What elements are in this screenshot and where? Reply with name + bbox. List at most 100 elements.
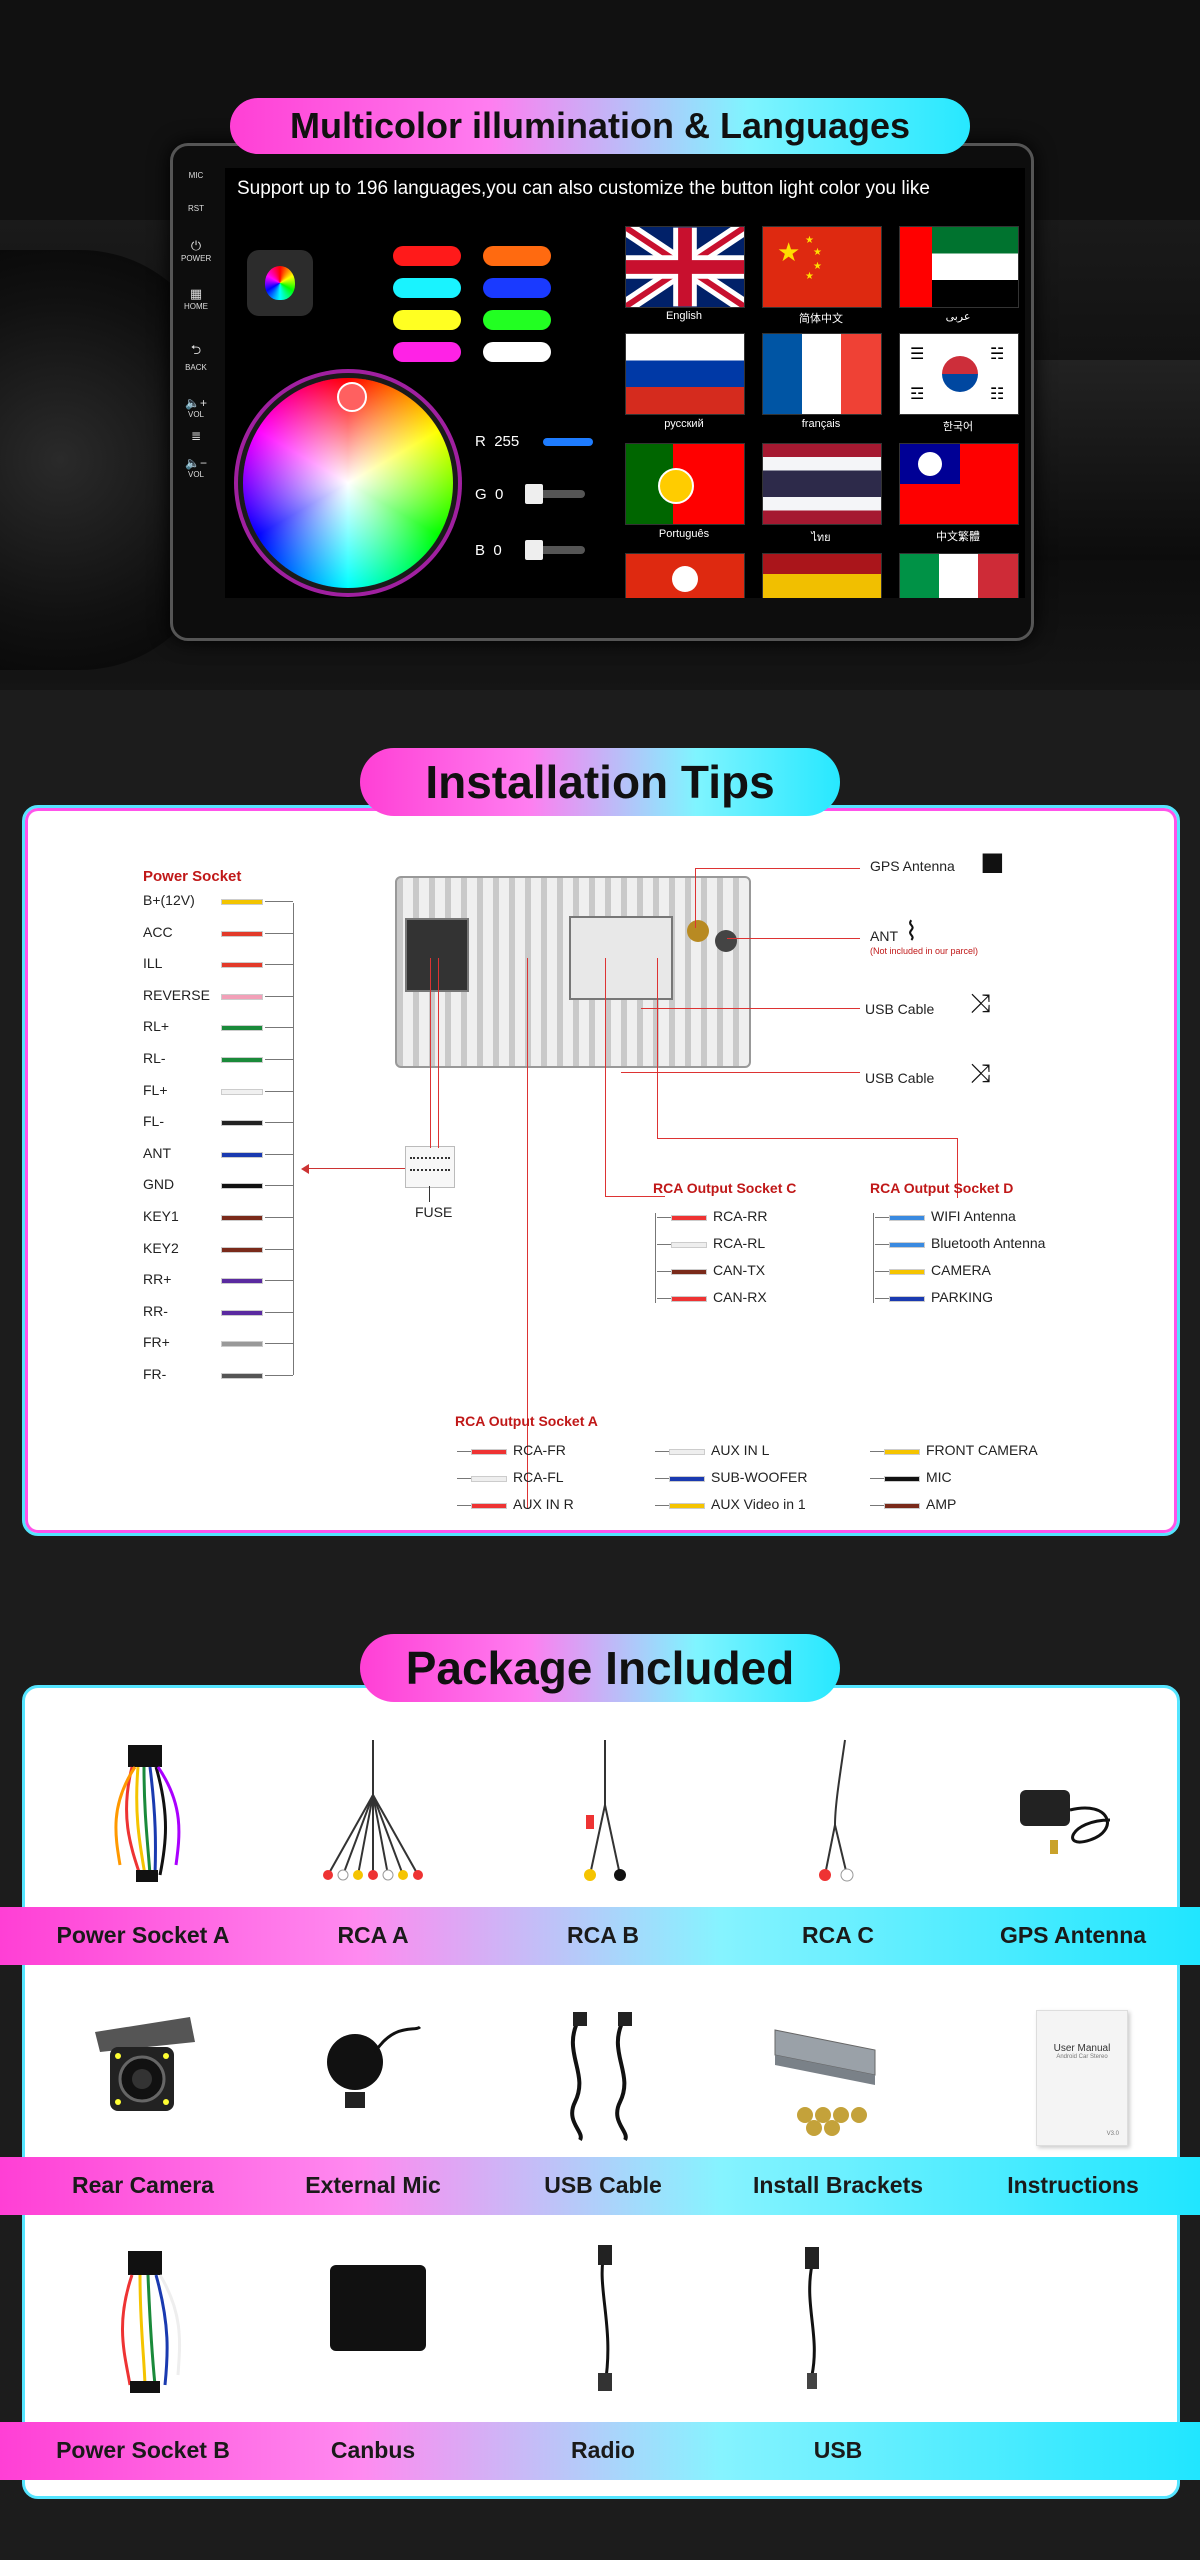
flag-thai[interactable] xyxy=(762,443,882,525)
b-slider-handle[interactable] xyxy=(525,540,543,560)
volume-down-icon: 🔈− xyxy=(185,456,207,470)
rca-pin-label: FRONT CAMERA xyxy=(926,1442,1038,1458)
canbus-box-icon xyxy=(330,2265,426,2351)
home-button[interactable]: ▦HOME xyxy=(181,286,211,311)
ant-wire xyxy=(727,938,860,939)
package-item-label: USB xyxy=(813,2437,863,2463)
flag-italian[interactable] xyxy=(899,553,1019,598)
flag-arabic[interactable] xyxy=(899,226,1019,308)
r-channel-label: R 255 xyxy=(475,433,520,450)
fuse-wire xyxy=(430,958,431,1148)
arrow-head-icon xyxy=(301,1164,309,1174)
flag-english[interactable] xyxy=(625,226,745,308)
power-wire-swatch xyxy=(221,899,263,905)
rca-pin-label: CAMERA xyxy=(931,1262,991,1278)
rca-pin-label: PARKING xyxy=(931,1289,993,1305)
power-wire-swatch xyxy=(221,1309,263,1316)
rca-lead xyxy=(457,1505,471,1506)
power-wire-lead xyxy=(265,1280,293,1282)
home-icon: ▦ xyxy=(189,286,203,301)
color-wheel-handle[interactable] xyxy=(337,382,367,412)
rca-plug-icon xyxy=(884,1449,920,1455)
volume-up-button[interactable]: 🔈+VOL xyxy=(181,396,211,419)
color-pill-red[interactable] xyxy=(393,246,461,266)
ant-port-icon xyxy=(715,930,737,952)
power-bus-line xyxy=(293,903,294,1375)
rca-plug-icon xyxy=(671,1215,707,1221)
package-row-1-strip xyxy=(0,1907,1200,1965)
flag-chinese-traditional[interactable] xyxy=(899,443,1019,525)
fuse-label: FUSE xyxy=(415,1204,453,1220)
power-wire-swatch xyxy=(221,1120,263,1127)
reset-button[interactable]: RST xyxy=(188,204,204,213)
flag-korean[interactable]: ☰ ☵ ☲ ☷ xyxy=(899,333,1019,415)
rca-lead xyxy=(870,1505,884,1506)
rca-pin-label: RCA-FL xyxy=(513,1469,564,1485)
manual-title: User Manual xyxy=(1053,2043,1111,2054)
flag-spanish[interactable] xyxy=(762,553,882,598)
color-pill-yellow[interactable] xyxy=(393,310,461,330)
b-channel-value: 0 xyxy=(493,542,502,559)
volume-down-button[interactable]: 🔈−VOL xyxy=(181,456,211,479)
package-item-label: Power Socket B xyxy=(56,2437,230,2463)
rca-a-cable-icon xyxy=(318,1735,428,1890)
g-slider[interactable] xyxy=(525,484,585,504)
back-button[interactable]: ⮌BACK xyxy=(181,341,211,372)
ant-label: ANT xyxy=(870,928,898,944)
installation-diagram-panel: Power Socket FUSE GPS Antenna ◼ ANT (Not… xyxy=(22,805,1180,1536)
menu-icon: ≣ xyxy=(190,429,202,443)
flag-russian[interactable] xyxy=(625,333,745,415)
usb-cable-icon: ⤨ xyxy=(970,1058,991,1088)
r-channel-value: 255 xyxy=(494,433,520,450)
power-connector-icon xyxy=(405,918,469,992)
rca-lead xyxy=(875,1244,889,1245)
g-slider-handle[interactable] xyxy=(525,484,543,504)
svg-text:★: ★ xyxy=(805,235,814,246)
power-wire-label: REVERSE xyxy=(143,986,210,1003)
gps-port-icon xyxy=(687,920,709,942)
power-wire-label: KEY2 xyxy=(143,1239,179,1256)
color-pill-blue[interactable] xyxy=(483,278,551,298)
rca-pin-label: RCA-RR xyxy=(713,1208,768,1224)
rca-pin-label: RCA-FR xyxy=(513,1442,566,1458)
flag-hong-kong[interactable] xyxy=(625,553,745,598)
rca-plug-icon xyxy=(671,1269,707,1275)
power-wire-swatch xyxy=(221,1088,263,1095)
rca-lead xyxy=(657,1217,671,1218)
color-wheel[interactable] xyxy=(243,378,453,588)
power-wire-label: FR- xyxy=(143,1366,167,1382)
power-wire-swatch xyxy=(221,993,263,1000)
rca-pin-label: AMP xyxy=(926,1496,957,1512)
power-button[interactable]: ⏻POWER xyxy=(181,238,212,263)
r-slider[interactable] xyxy=(543,438,593,446)
power-wire-swatch xyxy=(221,1183,263,1190)
flag-french[interactable] xyxy=(762,333,882,415)
power-wire-label: ANT xyxy=(143,1144,171,1161)
rca-pin-label: CAN-TX xyxy=(713,1262,766,1278)
language-label: 简体中文 xyxy=(799,313,843,325)
color-pill-orange[interactable] xyxy=(483,246,551,266)
color-pill-white[interactable] xyxy=(483,342,551,362)
language-label: English xyxy=(665,310,703,322)
power-wire-lead xyxy=(265,1185,293,1187)
rca-lead xyxy=(657,1244,671,1245)
language-label: 한국어 xyxy=(942,421,974,433)
power-wire-lead xyxy=(265,1059,293,1060)
color-pill-green[interactable] xyxy=(483,310,551,330)
flag-chinese-simplified[interactable]: ★★★★★ xyxy=(762,226,882,308)
color-pill-magenta[interactable] xyxy=(393,342,461,362)
rca-c-wire-h xyxy=(605,1196,665,1197)
flag-portuguese[interactable] xyxy=(625,443,745,525)
rca-plug-icon xyxy=(669,1476,705,1482)
power-wire-lead xyxy=(265,1153,293,1155)
rca-c-wire xyxy=(605,958,606,1196)
rca-pin-label: Bluetooth Antenna xyxy=(931,1235,1046,1251)
power-wire-lead xyxy=(265,1090,293,1092)
language-label: русский xyxy=(664,418,704,430)
back-icon: ⮌ xyxy=(190,342,202,357)
rca-lead xyxy=(655,1451,669,1452)
b-slider[interactable] xyxy=(525,540,585,560)
rca-d-bus xyxy=(873,1213,874,1303)
package-item-label: Canbus xyxy=(330,2437,416,2463)
color-pill-cyan[interactable] xyxy=(393,278,461,298)
